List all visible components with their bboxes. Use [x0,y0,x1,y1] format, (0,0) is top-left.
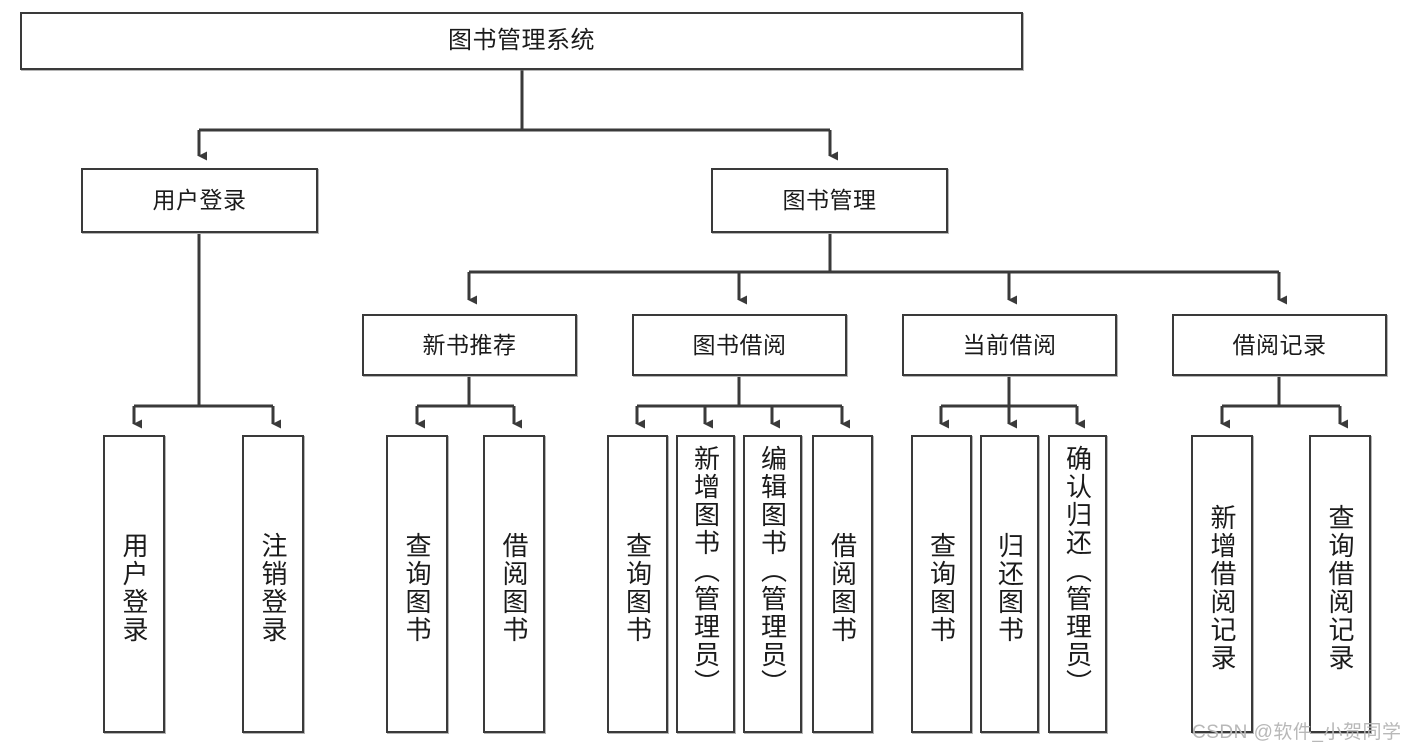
node-label: 当前借阅 [962,331,1057,358]
node-new-book-recommend[interactable]: 新书推荐 [362,314,577,376]
leaf-logout[interactable]: 注销登录 [242,435,304,733]
node-book-management[interactable]: 图书管理 [711,168,948,233]
node-current-borrow[interactable]: 当前借阅 [902,314,1117,376]
node-label: 用户登录 [152,187,247,214]
node-label: 新增图书（管理员） [690,445,721,697]
node-label: 查询借阅记录 [1325,504,1355,672]
leaf-confirm-return-admin[interactable]: 确认归还（管理员） [1048,435,1107,733]
node-label: 查询图书 [402,532,432,644]
node-root-system[interactable]: 图书管理系统 [20,12,1023,70]
node-label: 确认归还（管理员） [1062,445,1093,697]
leaf-query-book-current[interactable]: 查询图书 [911,435,972,733]
leaf-add-borrow-record[interactable]: 新增借阅记录 [1191,435,1253,733]
node-book-borrow[interactable]: 图书借阅 [632,314,847,376]
node-label: 注销登录 [258,532,288,644]
leaf-user-login[interactable]: 用户登录 [103,435,165,733]
leaf-return-book[interactable]: 归还图书 [980,435,1039,733]
node-label: 查询图书 [926,532,957,644]
node-label: 借阅记录 [1232,331,1327,358]
leaf-borrow-book[interactable]: 借阅图书 [812,435,873,733]
node-label: 新增借阅记录 [1207,504,1237,672]
node-label: 新书推荐 [422,331,517,358]
leaf-query-book-borrow[interactable]: 查询图书 [607,435,668,733]
leaf-edit-book-admin[interactable]: 编辑图书（管理员） [743,435,802,733]
node-label: 图书管理系统 [448,27,595,55]
node-label: 图书管理 [782,187,877,214]
leaf-query-borrow-record[interactable]: 查询借阅记录 [1309,435,1371,733]
node-label: 查询图书 [622,532,653,644]
node-label: 用户登录 [119,532,149,644]
leaf-borrow-book-newbook[interactable]: 借阅图书 [483,435,545,733]
node-label: 编辑图书（管理员） [757,445,788,697]
node-borrow-records[interactable]: 借阅记录 [1172,314,1387,376]
node-label: 借阅图书 [499,532,529,644]
leaf-query-book-newbook[interactable]: 查询图书 [386,435,448,733]
leaf-add-book-admin[interactable]: 新增图书（管理员） [676,435,735,733]
csdn-watermark: CSDN @软件_小贺同学 [1192,722,1402,743]
node-label: 归还图书 [994,532,1025,644]
node-label: 借阅图书 [827,532,858,644]
node-label: 图书借阅 [692,331,787,358]
node-user-login[interactable]: 用户登录 [81,168,318,233]
